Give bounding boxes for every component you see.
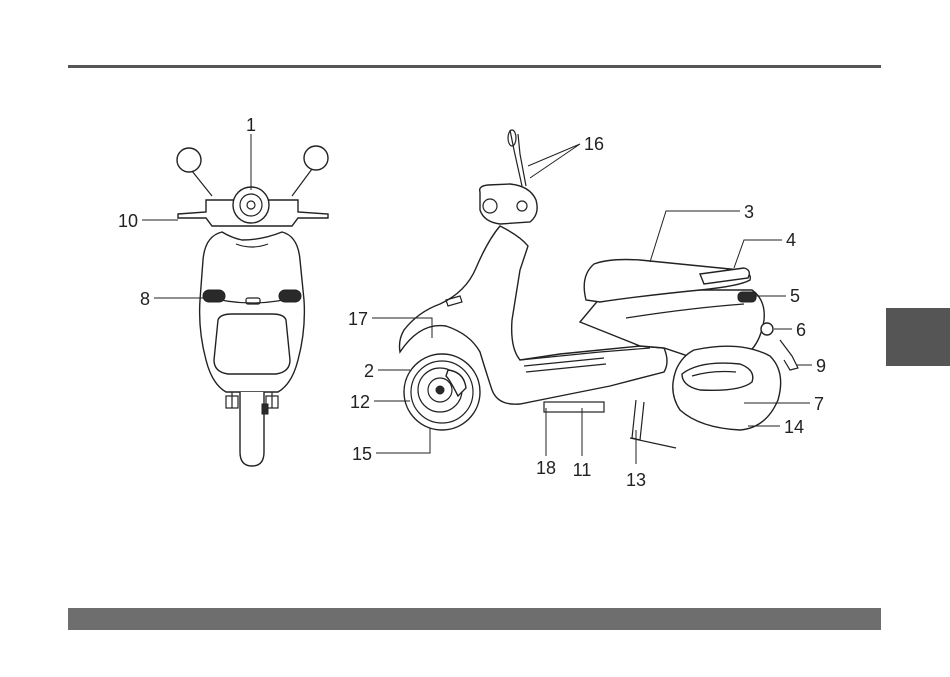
right-mirror: [304, 146, 328, 170]
license-bracket: [780, 340, 798, 370]
right-mirror-stem: [292, 169, 312, 196]
callout-9: 9: [816, 356, 826, 376]
side-stand: [632, 400, 644, 440]
right-turn-signal: [279, 290, 301, 302]
callout-13: 13: [626, 470, 646, 490]
callout-3: 3: [744, 202, 754, 222]
battery-cover: [544, 402, 604, 412]
callout-18: 18: [536, 458, 556, 478]
callout-15: 15: [352, 444, 372, 464]
front-lower-panel: [214, 314, 290, 374]
callout-5: 5: [790, 286, 800, 306]
callout-14: 14: [784, 417, 804, 437]
callout-4: 4: [786, 230, 796, 250]
callout-6: 6: [796, 320, 806, 340]
rear-turn-signal: [761, 323, 773, 335]
left-turn-signal: [203, 290, 225, 302]
front-wheel: [240, 392, 264, 466]
callout-12: 12: [350, 392, 370, 412]
side-view-scooter: [400, 130, 799, 448]
callout-11: 11: [573, 460, 592, 480]
callout-10: 10: [118, 211, 138, 231]
callout-17: 17: [348, 309, 368, 329]
headlight: [233, 187, 269, 223]
headset: [480, 184, 537, 224]
front-view-scooter: [177, 146, 328, 466]
callout-8: 8: [140, 289, 150, 309]
callout-2: 2: [364, 361, 374, 381]
taillight: [738, 292, 756, 302]
callout-1: 1: [246, 115, 256, 135]
callout-16: 16: [584, 134, 604, 154]
left-mirror-stem: [192, 171, 212, 196]
left-mirror: [177, 148, 201, 172]
callout-7: 7: [814, 394, 824, 414]
